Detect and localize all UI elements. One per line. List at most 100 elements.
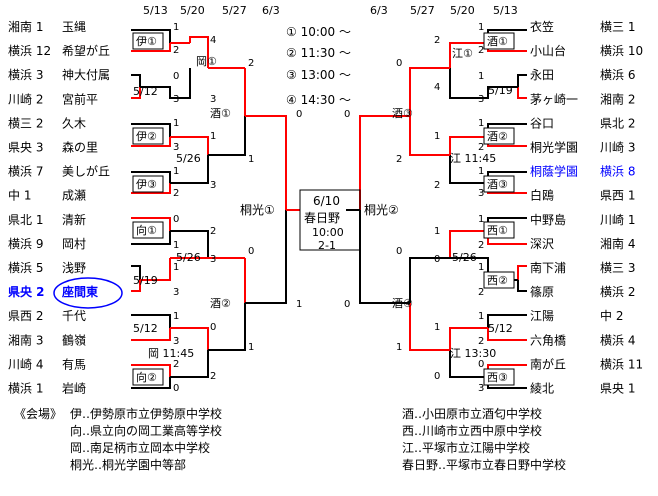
venue-label-r4: 酒② [487, 130, 508, 143]
left-team-name: 千代 [62, 309, 86, 323]
venue-entry: 春日野‥平塚市立春日野中学校 [402, 458, 567, 472]
highlight-ellipse [53, 277, 123, 309]
score: 1 [173, 311, 179, 322]
score: 3 [210, 94, 216, 105]
right-team-name: 六角橋 [530, 333, 566, 347]
venue-list-right: 酒‥小田原市立酒匂中学校 西‥川崎市立西中原中学校 江‥平塚市立江陽中学校 春日… [402, 406, 566, 474]
right-team-league: 県央 1 [600, 382, 635, 396]
venue-label-l2: 岡① [196, 55, 217, 68]
venue-label-l11: 岡 11:45 [148, 347, 194, 360]
score: 0 [173, 383, 179, 394]
score: 4 [434, 82, 440, 93]
left-team-name: 森の里 [62, 140, 98, 155]
venue-label-r7: 西① [487, 224, 508, 237]
venue-entry: 向‥県立向の岡工業高等学校 [70, 424, 223, 438]
right-team-name: 江陽 [530, 309, 554, 323]
left-scores: 1 2 0 3 4 3 1 3 1 2 1 3 2 1 0 1 1 3 2 3 … [173, 22, 302, 394]
score: 1 [173, 22, 179, 33]
score: 1 [210, 131, 216, 142]
right-team-league: 湘南 2 [600, 91, 635, 106]
venue-box-r6 [483, 175, 515, 193]
score: 3 [210, 180, 216, 191]
venue-label-rq1: 酒③ [392, 107, 413, 120]
venue-label-r8: 5/26 [452, 251, 477, 264]
venue-label-l3: 5/12 [133, 85, 158, 98]
right-team-league: 横浜 2 [600, 285, 635, 299]
right-team-league: 横三 1 [600, 20, 635, 34]
left-team-league: 中 1 [8, 188, 31, 203]
score: 1 [173, 166, 179, 177]
venue-label-r1: 酒① [487, 35, 508, 48]
score: 1 [478, 311, 484, 322]
score: 1 [434, 322, 440, 333]
final-date: 6/10 [313, 194, 340, 208]
right-team-league: 横浜 4 [600, 333, 635, 347]
score: 1 [478, 22, 484, 33]
final-score: 2-1 [318, 239, 336, 252]
right-team-name: 衣笠 [530, 19, 554, 34]
score: 0 [344, 299, 350, 310]
venue-box-r7 [483, 221, 515, 239]
right-team-league: 県北 2 [600, 116, 635, 130]
left-team-name: 有馬 [62, 357, 86, 371]
venue-label-l10: 5/12 [133, 322, 158, 335]
right-team-name: 桐光学園 [530, 140, 578, 155]
right-team-name: 白鴎 [530, 188, 554, 203]
left-team-league: 県西 2 [8, 309, 43, 323]
score: 1 [173, 118, 179, 129]
right-team-name: 中野島 [530, 212, 566, 227]
score: 1 [173, 240, 179, 251]
score: 4 [210, 35, 216, 46]
venue-box-r1 [483, 32, 515, 50]
final-time: 10:00 [312, 226, 344, 239]
venue-box-r4 [483, 127, 515, 145]
score: 2 [173, 45, 179, 56]
left-team-league: 県央 2 [8, 284, 45, 299]
score: 2 [173, 188, 179, 199]
left-team-name: 美しが丘 [62, 164, 110, 179]
left-team-name: 成瀬 [62, 189, 86, 203]
score: 1 [173, 262, 179, 273]
left-team-name: 座間東 [61, 284, 98, 299]
right-team-league: 横浜 8 [600, 165, 635, 179]
final-box [299, 189, 361, 251]
score: 3 [478, 94, 484, 105]
game-time-4: ④ 14:30 〜 [286, 93, 351, 107]
score: 1 [434, 131, 440, 142]
right-team-name: 永田 [530, 68, 554, 82]
score: 0 [248, 246, 254, 257]
score: 3 [210, 254, 216, 265]
score: 1 [434, 226, 440, 237]
score: 1 [478, 166, 484, 177]
right-team-league: 横浜 6 [600, 68, 635, 82]
venue-box-l1 [132, 32, 164, 50]
score: 3 [173, 94, 179, 105]
venue-entry: 西‥川崎市立西中原中学校 [402, 424, 543, 438]
score: 2 [173, 359, 179, 370]
date-left-r4: 6/3 [262, 4, 280, 17]
venue-label-r12: 西③ [487, 371, 508, 384]
left-team-league: 川崎 4 [8, 357, 43, 371]
venue-list-left: 《会場》 [14, 406, 62, 423]
score: 2 [210, 371, 216, 382]
left-team-name: 希望が丘 [62, 43, 110, 58]
venue-entry: 伊‥伊勢原市立伊勢原中学校 [70, 407, 223, 421]
score: 1 [478, 118, 484, 129]
score: 1 [296, 299, 302, 310]
score: 1 [248, 154, 254, 165]
right-team-name: 茅ヶ崎一 [530, 92, 578, 106]
venue-entry: 岡‥南足柄市立岡本中学校 [70, 441, 211, 455]
score: 3 [173, 142, 179, 153]
venue-list-left-entries: 伊‥伊勢原市立伊勢原中学校 向‥県立向の岡工業高等学校 岡‥南足柄市立岡本中学校… [70, 406, 222, 474]
game-time-2: ② 11:30 〜 [286, 46, 351, 60]
score: 0 [210, 322, 216, 333]
right-team-league: 川崎 1 [600, 213, 635, 227]
left-team-name: 岡村 [62, 237, 86, 251]
final-venue: 春日野 [304, 211, 340, 225]
score: 1 [478, 262, 484, 273]
venue-header: 《会場》 [14, 407, 63, 421]
score: 0 [173, 71, 179, 82]
right-team-league: 中 2 [600, 308, 623, 323]
date-right-r2: 5/20 [450, 4, 475, 17]
